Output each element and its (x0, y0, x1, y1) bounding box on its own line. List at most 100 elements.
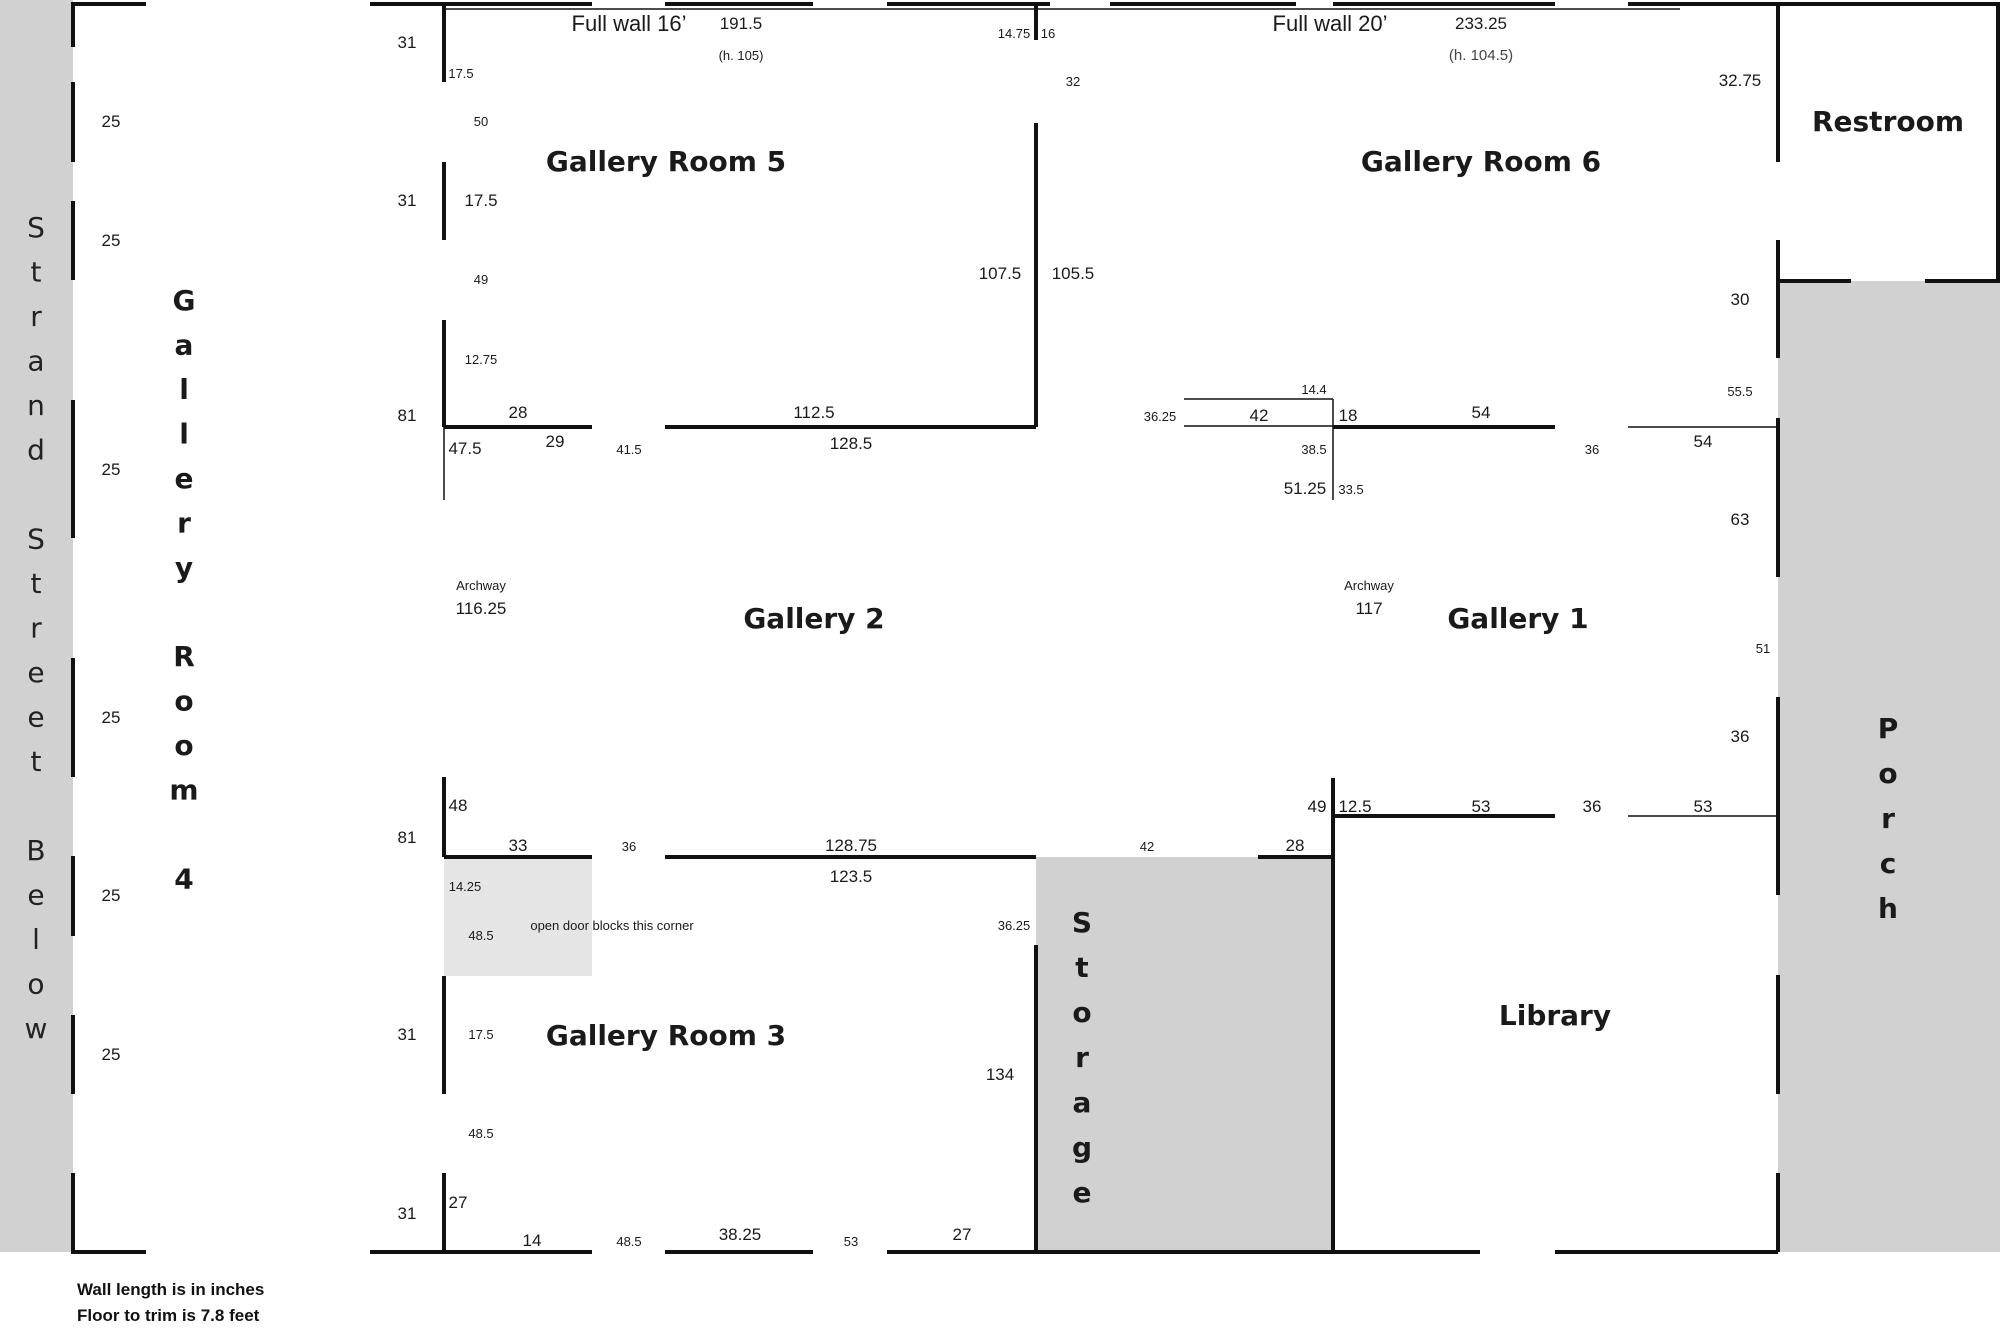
measurement: 53 (1472, 797, 1491, 816)
measurement: 81 (398, 828, 417, 847)
measurement: 48.5 (616, 1234, 641, 1249)
porch-region (1778, 281, 2000, 1252)
measurement: 81 (398, 406, 417, 425)
measurement: 12.75 (465, 352, 498, 367)
measurement: 14.75 (998, 26, 1031, 41)
measurement: 32 (1066, 74, 1080, 89)
archway-right-label: Archway (1344, 578, 1394, 593)
walls (71, 2, 2000, 1254)
room-gallery-2: Gallery 2 (743, 602, 884, 635)
measurement: 112.5 (793, 403, 834, 422)
strand-street-region (0, 0, 73, 1252)
top-wall-right-length: 233.25 (1455, 14, 1507, 33)
measurement: 36 (1731, 727, 1750, 746)
measurement: 17.5 (448, 66, 473, 81)
measurement: 28 (509, 403, 528, 422)
measurement: 36.25 (998, 918, 1031, 933)
measurement: 123.5 (830, 867, 873, 886)
archway-right-value: 117 (1355, 599, 1382, 618)
measurement: 36 (622, 839, 636, 854)
measurement: 105.5 (1052, 264, 1095, 283)
top-wall-left-length: 191.5 (720, 14, 763, 33)
measurement: 107.5 (979, 264, 1022, 283)
measurement: 63 (1731, 510, 1750, 529)
measurement: 33.5 (1338, 482, 1363, 497)
measurement: 31 (398, 191, 417, 210)
measurement: 27 (953, 1225, 972, 1244)
measurement: 49 (474, 272, 488, 287)
measurement: 47.5 (448, 439, 481, 458)
measurement: 49 (1308, 797, 1327, 816)
measurement: 12.5 (1338, 797, 1371, 816)
room-restroom: Restroom (1812, 105, 1964, 138)
measurement: 41.5 (616, 442, 641, 457)
measurement: 48 (449, 796, 468, 815)
measurement: 36.25 (1144, 409, 1177, 424)
measurement: 36 (1585, 442, 1599, 457)
measurement: 25 (102, 1045, 121, 1064)
measurement: 14.4 (1301, 382, 1326, 397)
storage-region (1036, 857, 1333, 1252)
top-wall-left-title: Full wall 16’ (572, 11, 687, 36)
measurement: 51.25 (1284, 479, 1327, 498)
note-wall-length: Wall length is in inches (77, 1280, 264, 1299)
measurement: 38.25 (719, 1225, 762, 1244)
room-library: Library (1499, 999, 1611, 1032)
door-annotation: open door blocks this corner (530, 918, 694, 933)
measurement: 42 (1250, 406, 1269, 425)
measurement: 42 (1140, 839, 1154, 854)
door-swing-zone (444, 857, 592, 976)
measurement: 32.75 (1719, 71, 1762, 90)
archway-left-label: Archway (456, 578, 506, 593)
measurement: 54 (1472, 403, 1491, 422)
measurement: 53 (1694, 797, 1713, 816)
measurement: 31 (398, 1204, 417, 1223)
measurement: 55.5 (1727, 384, 1752, 399)
room-gallery-room-3: Gallery Room 3 (546, 1019, 786, 1052)
measurement: 33 (509, 836, 528, 855)
measurement: 16 (1041, 26, 1055, 41)
measurement: 128.5 (830, 434, 873, 453)
room-gallery-1: Gallery 1 (1447, 602, 1588, 635)
measurement: 17.5 (464, 191, 497, 210)
measurement: 54 (1694, 432, 1713, 451)
measurement: 14 (523, 1231, 542, 1250)
measurement: 31 (398, 33, 417, 52)
measurement: 134 (986, 1065, 1014, 1084)
measurement: 17.5 (468, 1027, 493, 1042)
measurement: 53 (844, 1234, 858, 1249)
measurement: 38.5 (1301, 442, 1326, 457)
measurement: 128.75 (825, 836, 877, 855)
measurements: 25 25 25 25 25 25 31 17.5 50 31 17.5 49 … (102, 26, 1771, 1250)
top-wall-right-height: (h. 104.5) (1449, 47, 1513, 64)
measurement: 25 (102, 708, 121, 727)
measurement: 28 (1286, 836, 1305, 855)
measurement: 25 (102, 460, 121, 479)
room-gallery-room-5: Gallery Room 5 (546, 145, 786, 178)
measurement: 25 (102, 112, 121, 131)
measurement: 25 (102, 231, 121, 250)
room-gallery-room-6: Gallery Room 6 (1361, 145, 1601, 178)
measurement: 50 (474, 114, 488, 129)
measurement: 27 (449, 1193, 468, 1212)
measurement: 31 (398, 1025, 417, 1044)
note-floor-to-trim: Floor to trim is 7.8 feet (77, 1306, 260, 1325)
top-wall-right-title: Full wall 20’ (1273, 11, 1388, 36)
archway-left-value: 116.25 (456, 599, 507, 618)
measurement: 48.5 (468, 1126, 493, 1141)
measurement: 30 (1731, 290, 1750, 309)
measurement: 48.5 (468, 928, 493, 943)
measurement: 51 (1756, 641, 1770, 656)
measurement: 14.25 (449, 879, 482, 894)
measurement: 36 (1583, 797, 1602, 816)
measurement: 29 (546, 432, 565, 451)
